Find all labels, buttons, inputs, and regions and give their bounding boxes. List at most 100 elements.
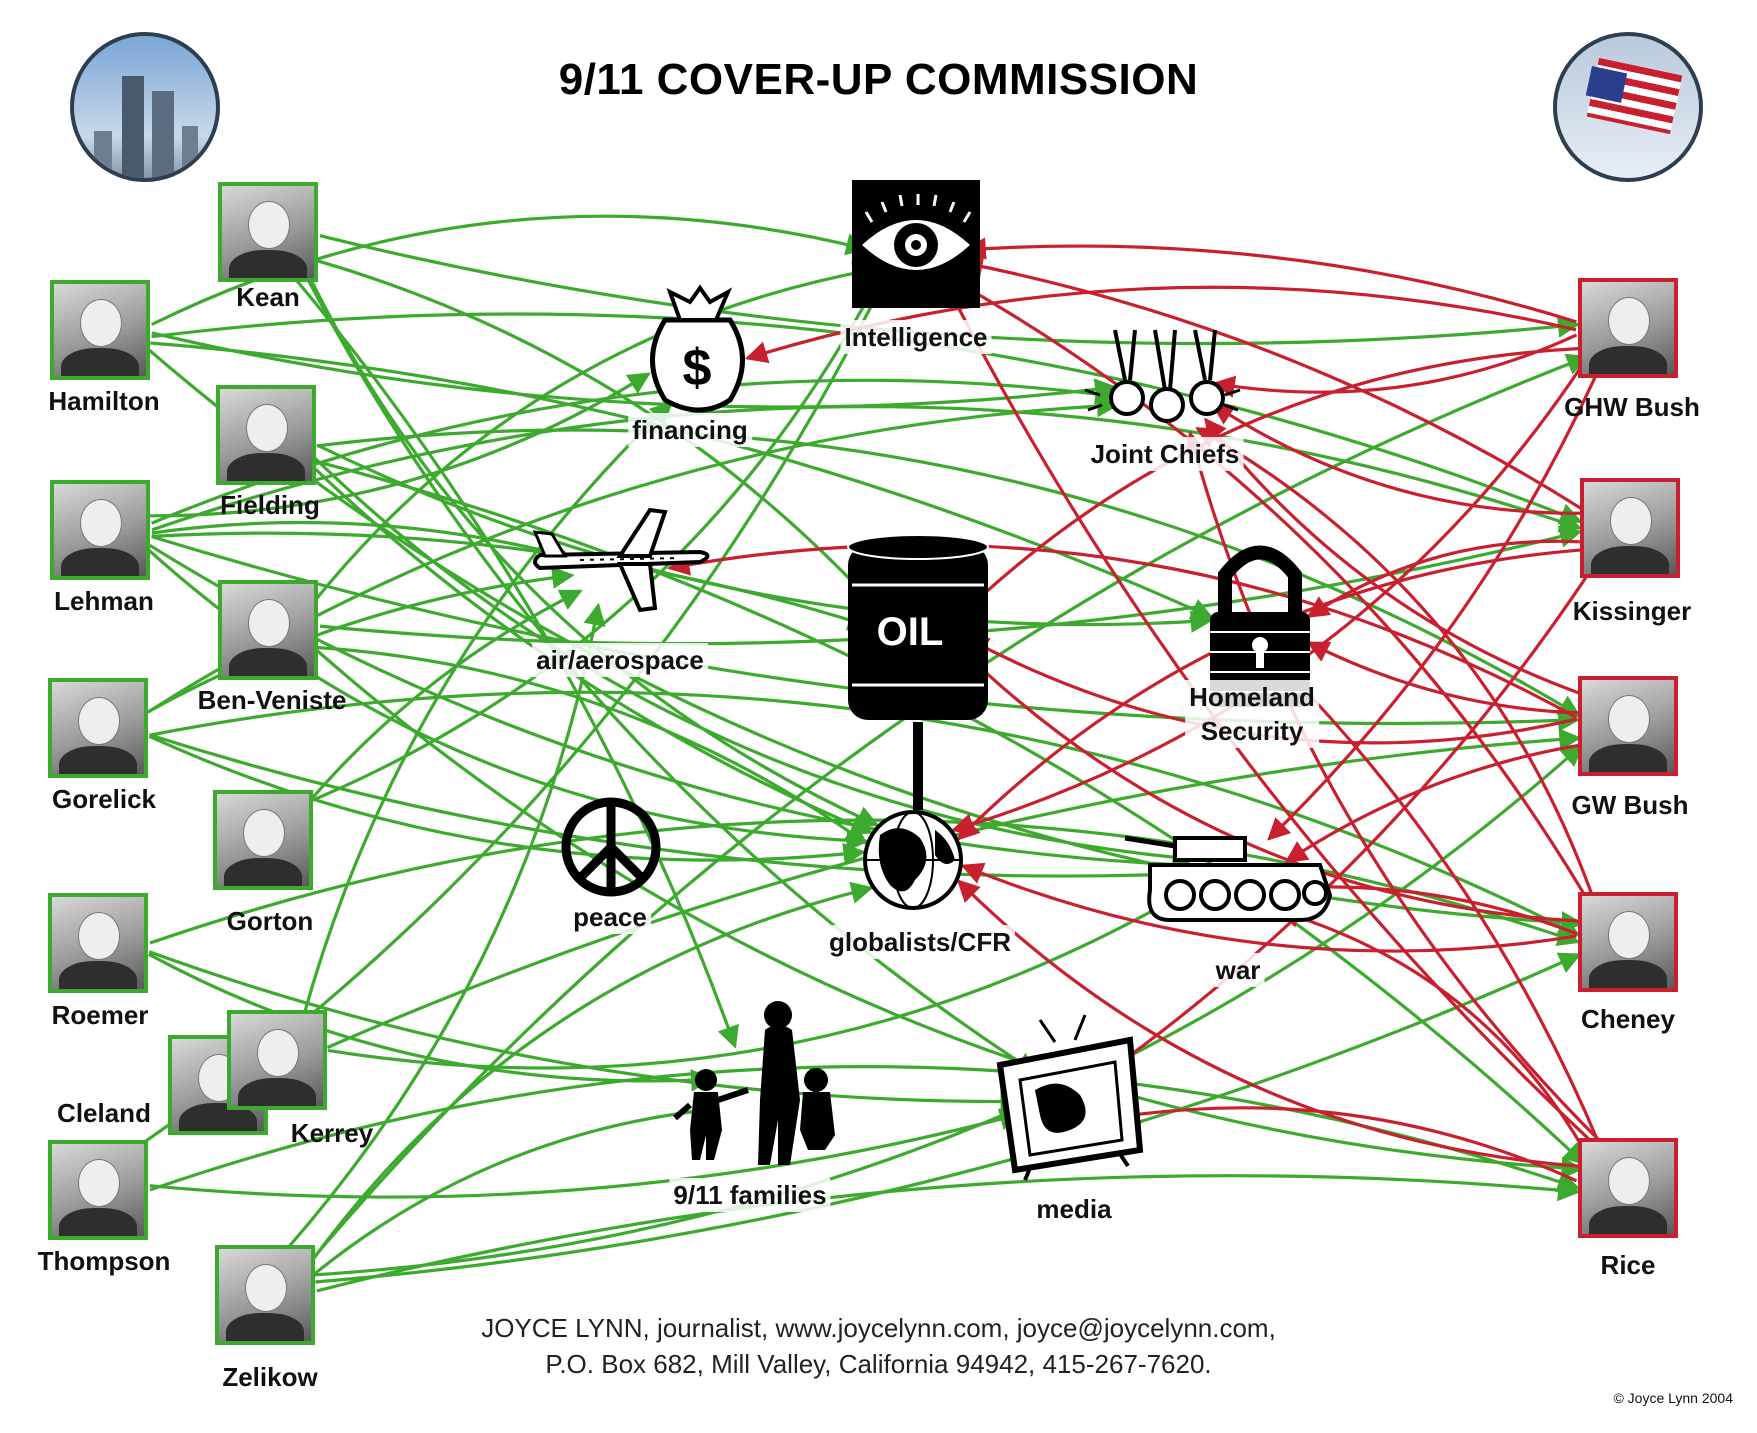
portrait-gorton xyxy=(213,790,313,890)
topic-label-globalists: globalists/CFR xyxy=(824,925,1016,959)
link-zelikow-to-globalists xyxy=(306,881,874,1267)
name-label-kean: Kean xyxy=(236,282,300,312)
name-label-rice: Rice xyxy=(1600,1250,1656,1280)
suit-icon xyxy=(59,1208,137,1236)
copyright-notice: © Joyce Lynn 2004 xyxy=(1613,1390,1733,1406)
name-label-kerrey: Kerrey xyxy=(290,1118,374,1148)
portrait-hamilton xyxy=(50,280,150,380)
portrait-gw-bush xyxy=(1578,676,1678,776)
footer-line-1: JOYCE LYNN, journalist, www.joycelynn.co… xyxy=(481,1313,1276,1343)
link-gw-bush-to-joint-chiefs xyxy=(1204,417,1587,698)
us-flag-icon xyxy=(1553,32,1703,182)
link-ghw-bush-to-intelligence xyxy=(963,237,1577,324)
face-icon xyxy=(79,298,123,347)
face-icon xyxy=(247,598,291,647)
television-icon xyxy=(996,1014,1144,1181)
link-zelikow-to-cheney xyxy=(315,952,1582,1284)
link-cheney-to-oil xyxy=(962,650,1581,923)
suit-icon xyxy=(59,746,137,774)
link-lehman-to-air xyxy=(151,520,573,563)
name-label-gorton: Gorton xyxy=(226,906,314,936)
face-icon xyxy=(1607,296,1651,345)
link-thompson-to-media xyxy=(149,1108,1023,1199)
link-gw-bush-to-air xyxy=(667,543,1578,720)
link-rice-to-homeland xyxy=(1285,670,1601,1146)
portrait-ghw-bush xyxy=(1578,278,1678,378)
link-zelikow-to-rice xyxy=(316,1174,1581,1293)
globe-icon xyxy=(863,810,963,910)
medals-icon xyxy=(1084,329,1241,423)
link-roemer-to-media xyxy=(148,950,1023,1113)
suit-icon xyxy=(1589,346,1667,374)
link-kissinger-to-joint-chiefs xyxy=(1211,402,1581,515)
suit-icon xyxy=(227,453,305,481)
topic-label-air: air/aerospace xyxy=(532,643,708,677)
link-lehman-to-kissinger xyxy=(151,405,1583,533)
face-icon xyxy=(247,200,291,249)
link-rice-to-joint-chiefs xyxy=(1184,431,1604,1145)
portrait-thompson xyxy=(48,1140,148,1240)
name-label-lehman: Lehman xyxy=(54,586,154,616)
name-label-zelikow: Zelikow xyxy=(222,1362,318,1392)
suit-icon xyxy=(1589,1206,1667,1234)
topic-label-war: war xyxy=(1211,953,1265,987)
link-lehman-to-oil xyxy=(151,531,871,631)
suit-icon xyxy=(229,250,307,278)
link-cheney-to-globalists xyxy=(960,862,1577,953)
portrait-rice xyxy=(1578,1138,1678,1238)
eye-icon xyxy=(852,180,980,308)
link-gorton-to-intelligence xyxy=(300,275,881,807)
face-icon xyxy=(242,808,286,857)
airplane-icon xyxy=(532,507,710,613)
suit-icon xyxy=(1589,960,1667,988)
link-rice-to-media xyxy=(1117,1102,1578,1183)
link-kissinger-to-intelligence xyxy=(960,255,1583,511)
face-icon xyxy=(1607,910,1651,959)
face-icon xyxy=(79,498,123,547)
topic-label-peace: peace xyxy=(569,900,651,934)
topic-label-media: media xyxy=(1032,1192,1116,1226)
suit-icon xyxy=(238,1078,316,1106)
link-roemer-to-cheney xyxy=(149,818,1581,947)
face-icon xyxy=(1607,694,1651,743)
topic-label-intelligence: Intelligence xyxy=(840,320,992,354)
face-icon xyxy=(77,911,121,960)
link-zelikow-to-ghw-bush xyxy=(306,353,1590,1266)
suit-icon xyxy=(229,648,307,676)
oil-barrel-icon: OIL xyxy=(847,534,989,810)
link-gorelick-to-war xyxy=(149,733,1193,886)
link-cheney-to-intelligence xyxy=(949,277,1593,907)
money-bag-icon: $ xyxy=(650,284,745,413)
link-hamilton-to-joint-chiefs xyxy=(151,331,1118,409)
link-gw-bush-to-war xyxy=(1284,743,1580,863)
suit-icon xyxy=(59,961,137,989)
suit-icon xyxy=(1591,546,1669,574)
link-kerrey-to-financing xyxy=(302,401,673,1016)
portrait-roemer xyxy=(48,893,148,993)
name-label-cheney: Cheney xyxy=(1581,1004,1675,1034)
name-label-thompson: Thompson xyxy=(37,1246,171,1276)
name-label-gorelick: Gorelick xyxy=(51,784,157,814)
portrait-ben-veniste xyxy=(218,580,318,680)
link-ghw-bush-to-joint-chiefs xyxy=(1212,333,1578,398)
face-icon xyxy=(256,1028,300,1077)
family-silhouette-icon xyxy=(673,1001,835,1165)
link-zelikow-to-families xyxy=(311,1100,717,1277)
link-ghw-bush-to-war xyxy=(1267,369,1600,841)
link-zelikow-to-gw-bush xyxy=(312,743,1584,1277)
link-fielding-to-gw-bush xyxy=(316,428,1582,717)
link-kissinger-to-media xyxy=(1102,564,1596,1076)
link-zelikow-to-air xyxy=(286,602,606,1250)
portrait-fielding xyxy=(216,385,316,485)
suit-icon xyxy=(61,548,139,576)
face-icon xyxy=(1607,1156,1651,1205)
footer-credit: JOYCE LYNN, journalist, www.joycelynn.co… xyxy=(0,1310,1757,1382)
portrait-kean xyxy=(218,182,318,282)
portrait-kissinger xyxy=(1580,478,1680,578)
portrait-lehman xyxy=(50,480,150,580)
name-label-kissinger: Kissinger xyxy=(1572,596,1692,626)
topic-label-joint-chiefs: Joint Chiefs xyxy=(1086,437,1244,471)
link-rice-to-globalists xyxy=(956,879,1581,1168)
